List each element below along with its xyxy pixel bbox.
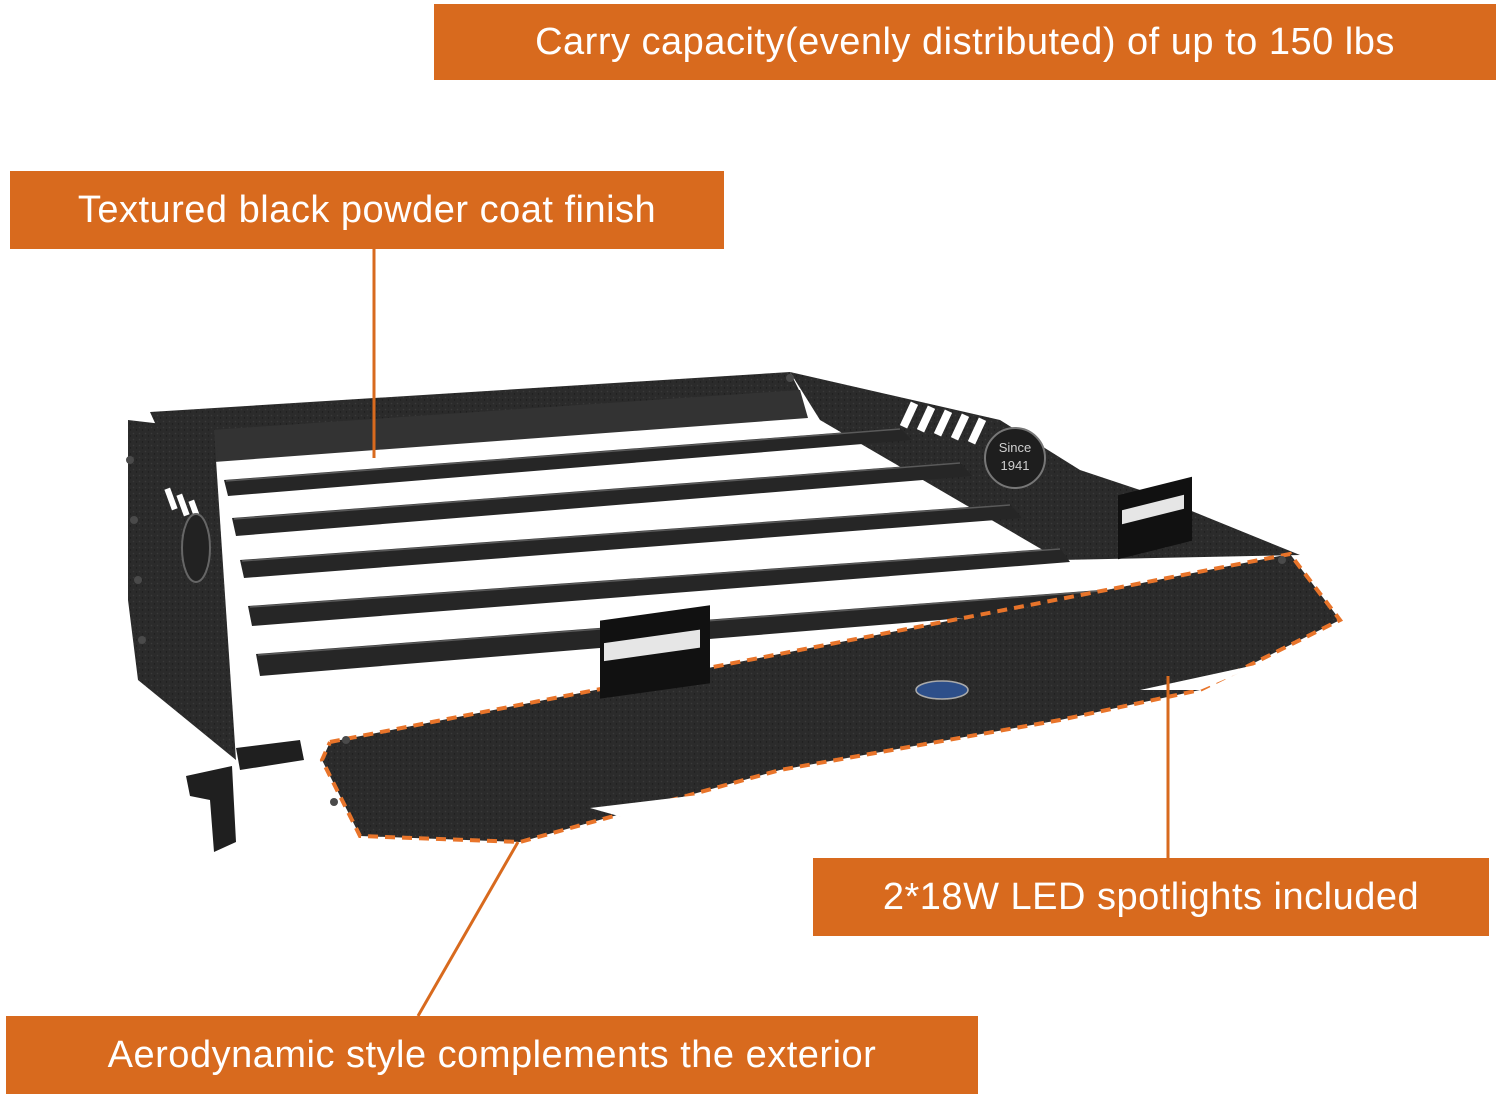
brand-badge-icon [915, 680, 969, 700]
callout-led-spotlights-text: 2*18W LED spotlights included [882, 875, 1420, 918]
callout-powder-coat-finish-text: Textured black powder coat finish [77, 188, 657, 231]
crossbar-highlights [225, 428, 1101, 656]
left-emblem-icon [181, 513, 211, 583]
since-1941-emblem-icon: Since 1941 [984, 427, 1046, 489]
front-aero-fairing [322, 554, 1340, 842]
emblem-bottom-text: 1941 [1001, 458, 1030, 473]
fairing-accent-right [1140, 664, 1260, 690]
frame-bolts [126, 374, 1286, 806]
callout-powder-coat-finish: Textured black powder coat finish [10, 171, 724, 249]
rack-rear-panel [210, 390, 808, 462]
leader-line-aero [416, 841, 520, 1017]
fairing-dashed-outline [319, 551, 1344, 845]
callout-aerodynamic-style: Aerodynamic style complements the exteri… [6, 1016, 978, 1094]
rack-rear-bar [150, 372, 800, 434]
callout-carry-capacity-text: Carry capacity(evenly distributed) of up… [535, 20, 1395, 63]
callout-led-spotlights: 2*18W LED spotlights included [813, 858, 1489, 936]
rack-left-side-panel [128, 420, 236, 760]
emblem-top-text: Since [999, 440, 1032, 455]
callout-carry-capacity: Carry capacity(evenly distributed) of up… [434, 4, 1496, 80]
led-spotlight-right-icon [1118, 476, 1192, 560]
fairing-accent-left [590, 790, 792, 822]
led-spotlight-left-icon [600, 605, 710, 699]
right-vent-slots [899, 401, 987, 445]
callout-aerodynamic-style-text: Aerodynamic style complements the exteri… [107, 1033, 877, 1076]
mounting-bracket-icon [186, 740, 304, 852]
rack-right-side-panel [790, 372, 1300, 560]
